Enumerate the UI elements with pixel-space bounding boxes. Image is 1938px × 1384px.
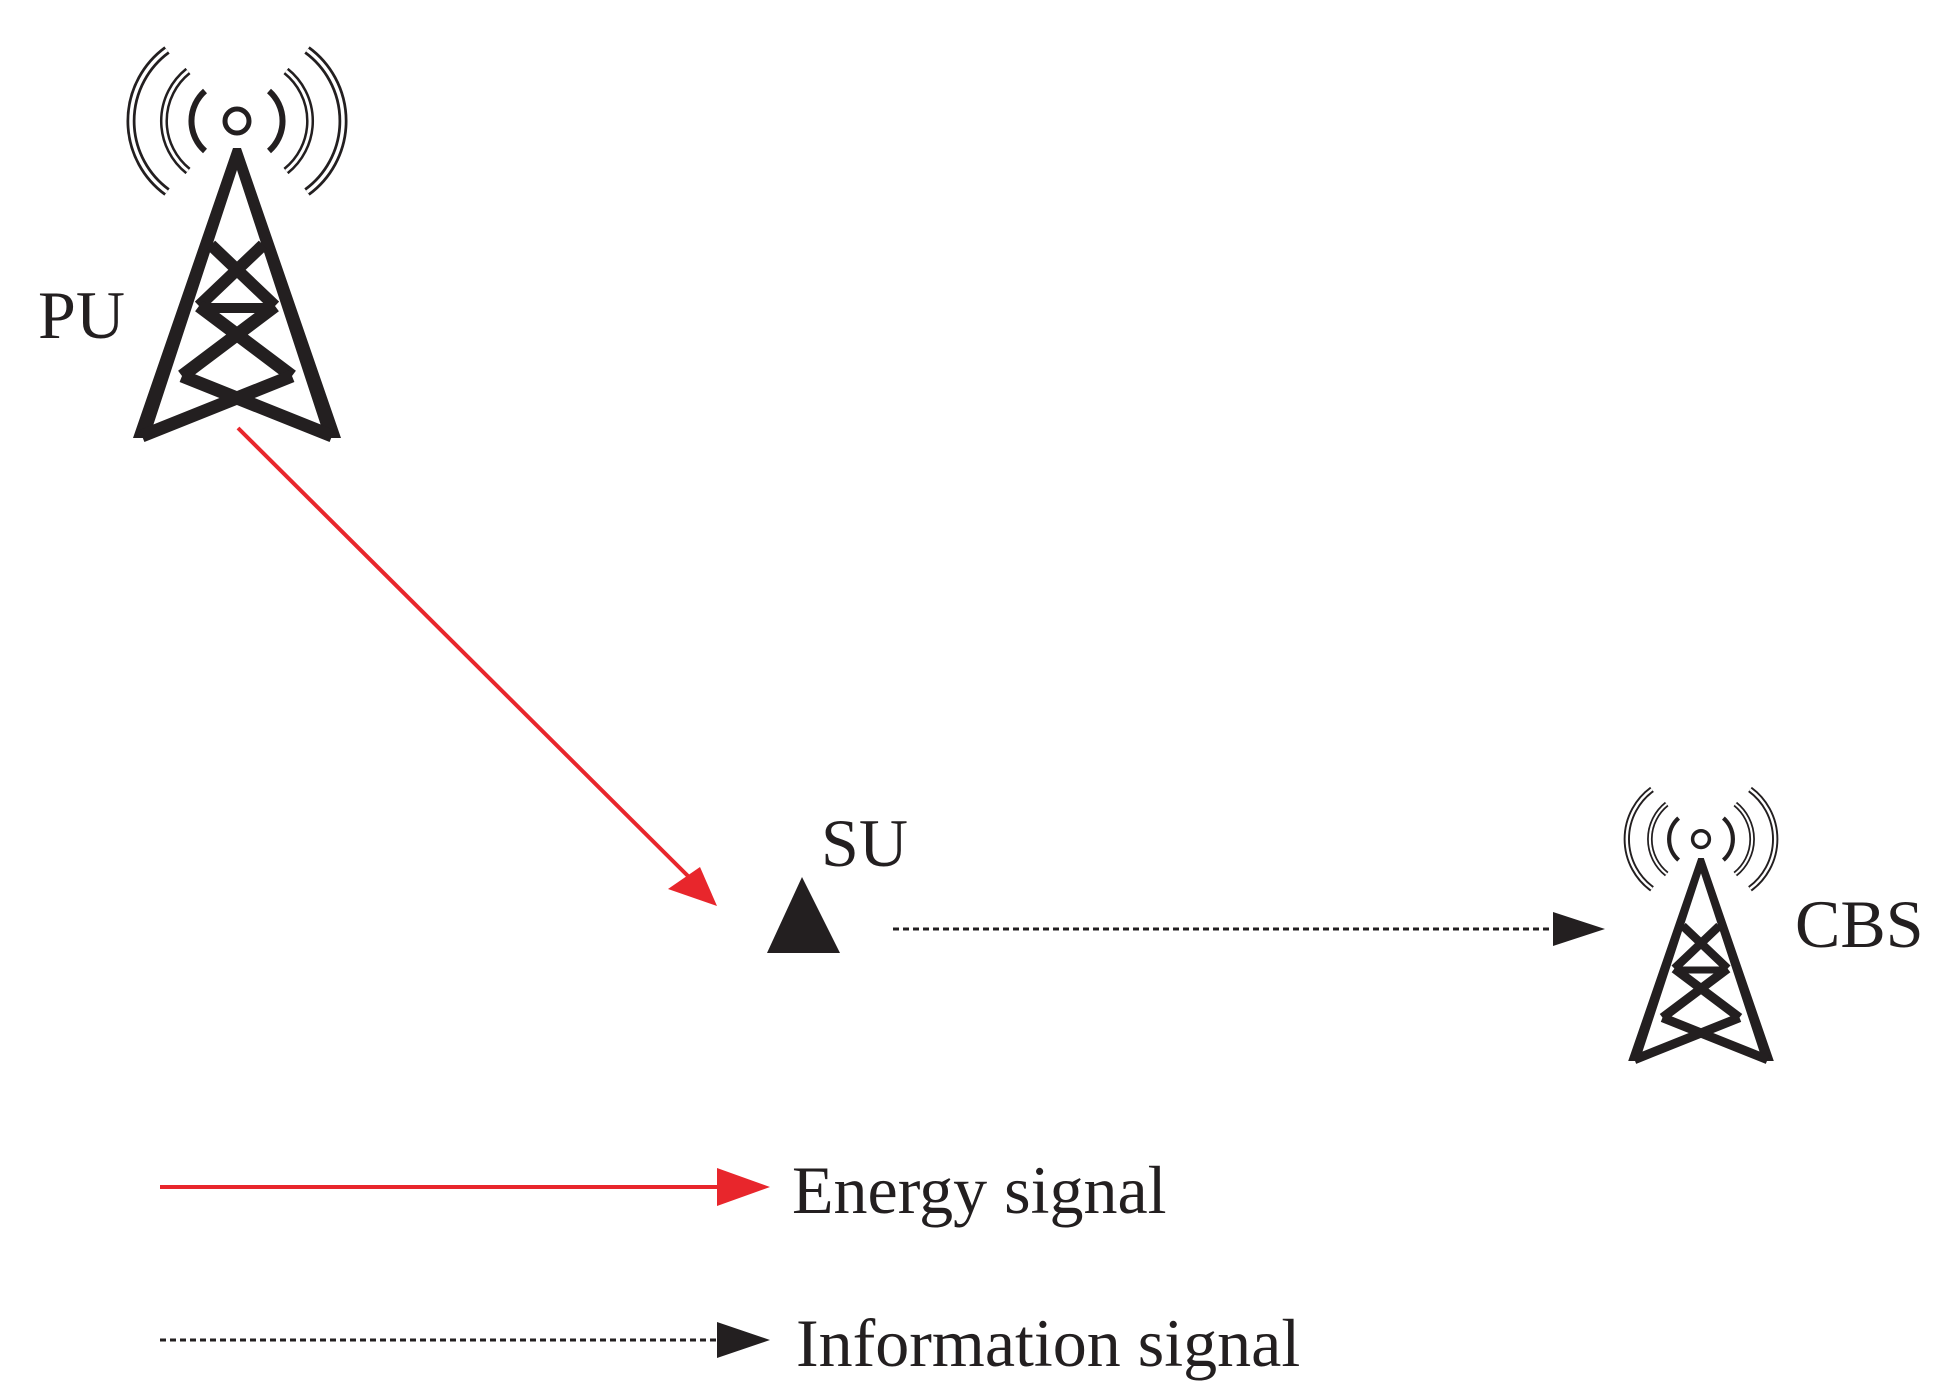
cbs-label: CBS — [1795, 886, 1924, 962]
cbs-tower-icon — [1627, 789, 1775, 1061]
legend-energy-arrow — [160, 1168, 770, 1206]
su-antenna-icon — [767, 877, 840, 953]
legend-energy-label: Energy signal — [792, 1152, 1167, 1228]
pu-tower-icon — [131, 50, 343, 438]
su-label: SU — [821, 805, 908, 881]
legend-information-arrow — [160, 1322, 770, 1358]
pu-label: PU — [38, 277, 125, 353]
information-signal-arrow — [893, 912, 1605, 946]
legend-information-label: Information signal — [796, 1305, 1300, 1381]
energy-signal-arrow — [236, 426, 717, 906]
legend: Energy signal Information signal — [160, 1152, 1300, 1381]
